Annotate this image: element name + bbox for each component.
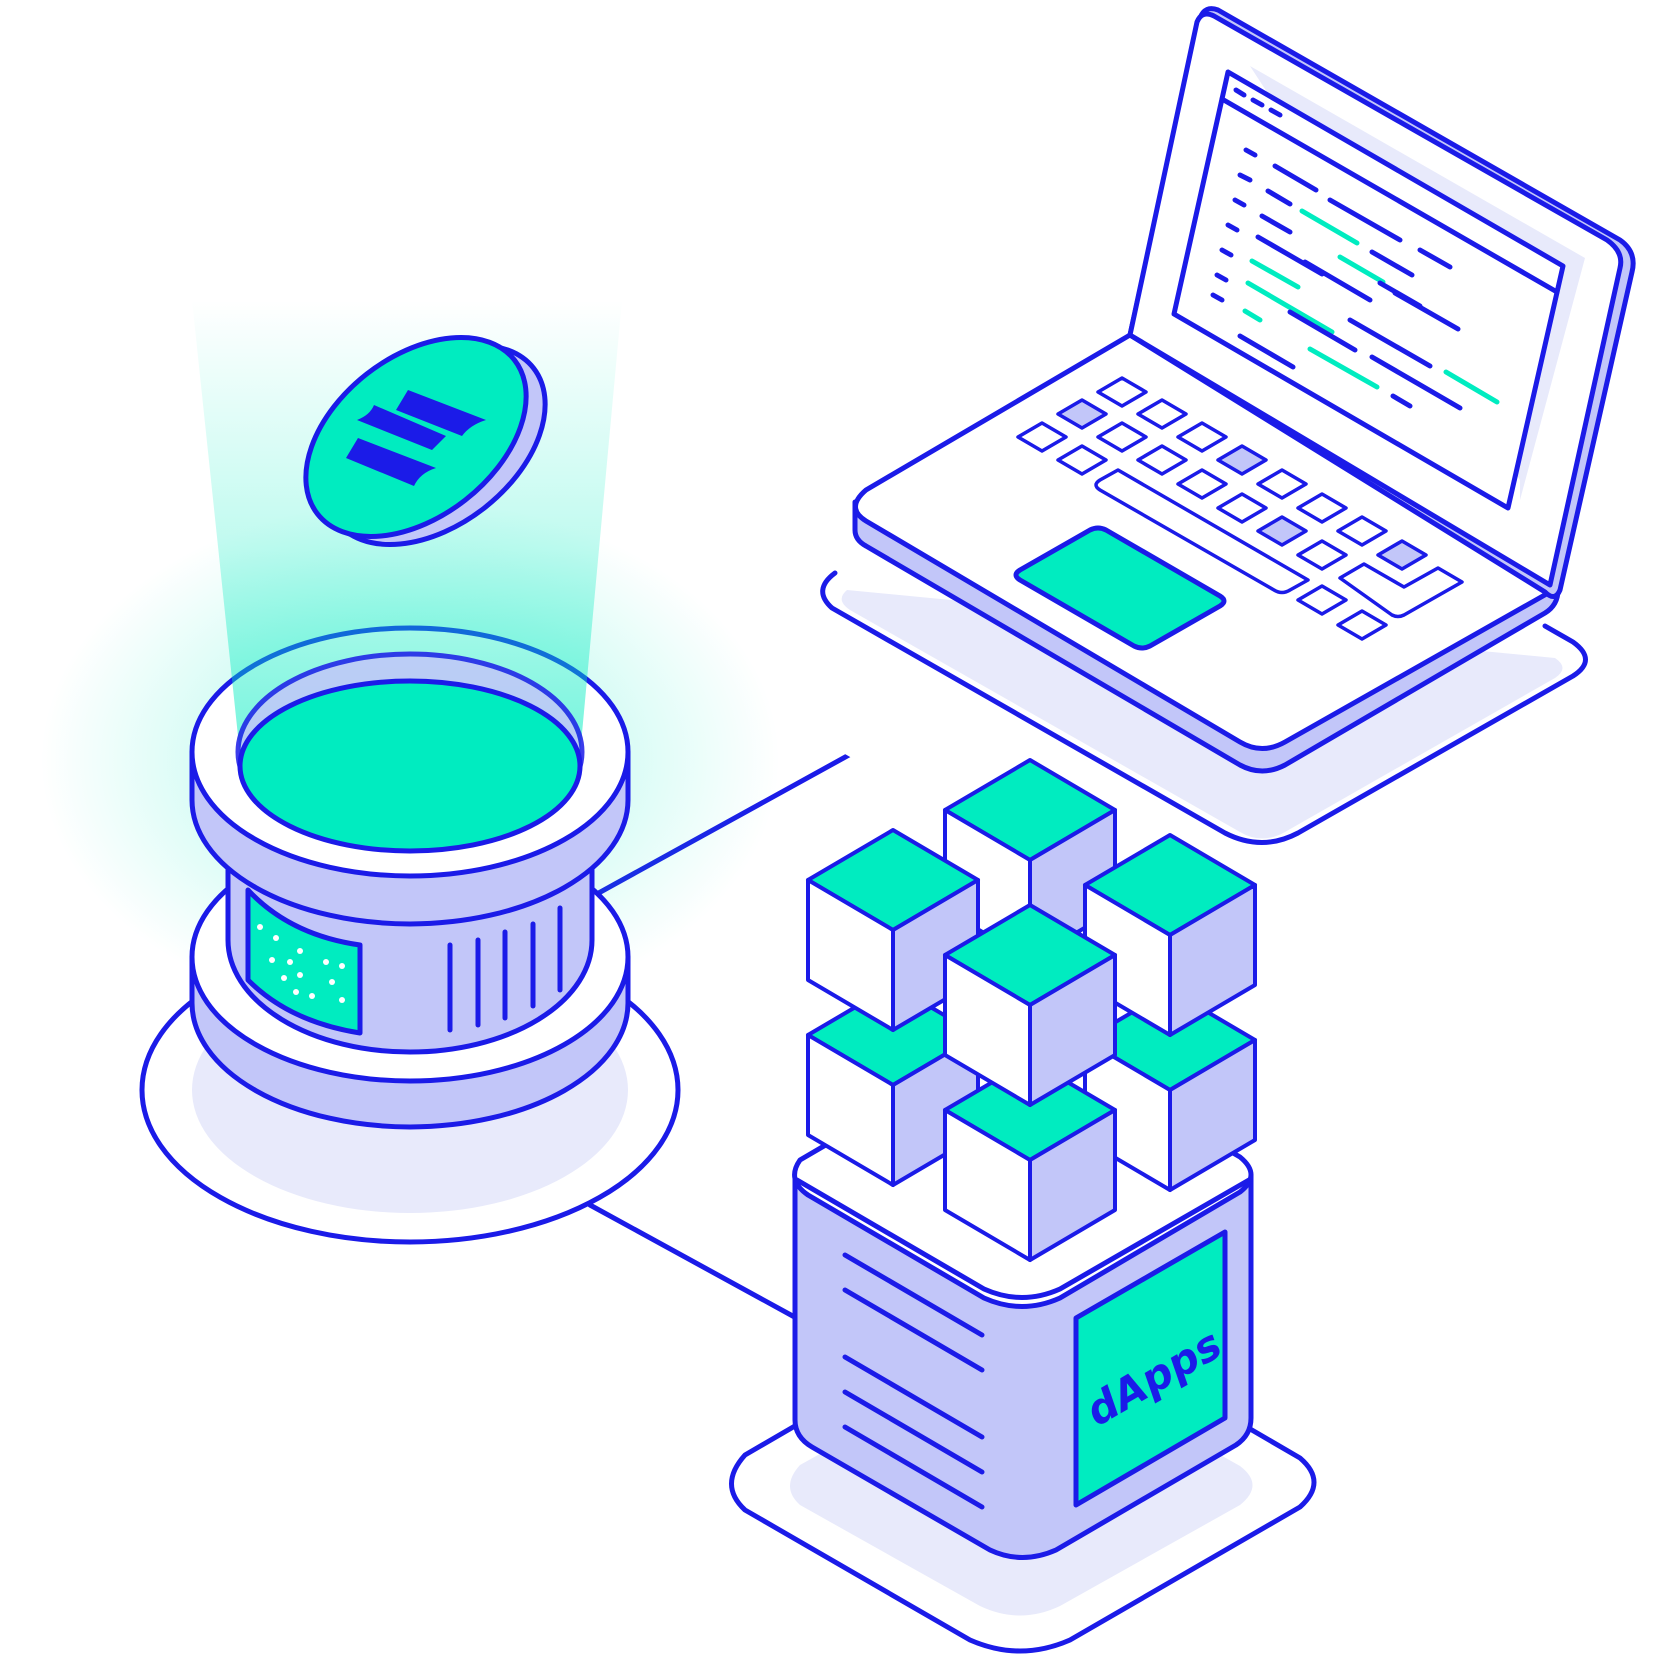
solana-coin-icon [303,335,548,547]
block-cube-center [943,903,1117,1107]
laptop-code-lines [1210,87,1500,411]
vault-panel-dots [257,924,345,1003]
vault-icon [40,300,780,1245]
solana-logo [346,390,486,486]
dapps-panel [1073,1229,1228,1508]
blocks-cluster-icon [806,758,1257,1262]
laptop-screen [1171,69,1566,511]
laptop-keyboard [1016,376,1464,641]
dapps-server-lines [842,1252,985,1510]
vault-panel [245,887,363,1036]
laptop-trackpad [1013,525,1227,651]
dapps-server-icon: dApps [729,1043,1317,1654]
vault-opening [237,678,583,854]
block-cube-lower-right [1083,988,1257,1192]
laptop-icon [815,6,1636,986]
vault-vents [447,905,563,1033]
